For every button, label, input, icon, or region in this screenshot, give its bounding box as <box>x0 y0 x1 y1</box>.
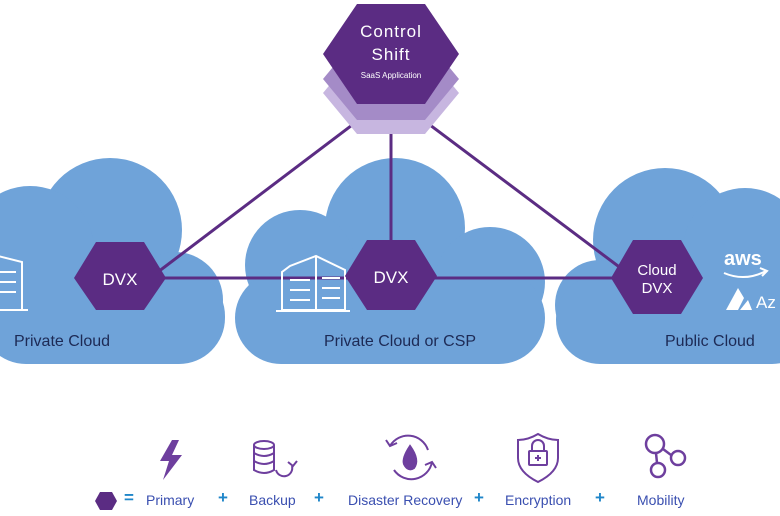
disaster-recovery-icon <box>385 434 437 481</box>
legend-primary: Primary <box>146 492 195 508</box>
dvx-middle-label: DVX <box>374 268 409 287</box>
legend-backup: Backup <box>249 492 296 508</box>
cloud-right-label: Public Cloud <box>665 333 755 350</box>
svg-text:Az: Az <box>756 293 776 312</box>
dvx-node-middle: DVX <box>345 240 437 310</box>
legend-equals: = <box>124 488 134 507</box>
legend-plus-4: + <box>595 488 605 507</box>
dvx-left-label: DVX <box>103 270 138 289</box>
mobility-nodes-icon <box>644 433 687 479</box>
cloud-dvx-node-right: Cloud DVX <box>611 240 703 314</box>
aws-logo: aws <box>723 248 769 278</box>
dvx-node-left: DVX <box>74 242 166 310</box>
building-icon-middle <box>276 254 350 312</box>
legend-disaster-recovery: Disaster Recovery <box>348 492 463 508</box>
cloud-left <box>0 158 225 364</box>
database-backup-icon <box>253 440 298 478</box>
legend-mobility: Mobility <box>637 492 685 508</box>
legend-plus-3: + <box>474 488 484 507</box>
cloud-left-label: Private Cloud <box>14 333 110 350</box>
azure-logo: Az <box>726 288 776 312</box>
legend-plus-2: + <box>314 488 324 507</box>
lightning-icon <box>160 440 182 480</box>
cloud-middle <box>235 158 545 364</box>
building-icon-left <box>0 255 28 311</box>
cloud-middle-label: Private Cloud or CSP <box>324 333 476 350</box>
legend-encryption: Encryption <box>505 492 572 508</box>
control-subtitle: SaaS Application <box>361 71 422 80</box>
control-title-line2: Shift <box>371 45 410 64</box>
cloud-dvx-line1: Cloud <box>637 262 676 279</box>
primary-hexagon-key-icon <box>95 492 117 510</box>
cloud-dvx-line2: DVX <box>642 280 673 297</box>
svg-text:aws: aws <box>724 248 762 270</box>
control-title-line1: Control <box>360 22 422 41</box>
control-shift-hexagon: Control Shift SaaS Application <box>323 4 459 134</box>
shield-lock-icon <box>517 432 559 484</box>
legend-plus-1: + <box>218 488 228 507</box>
